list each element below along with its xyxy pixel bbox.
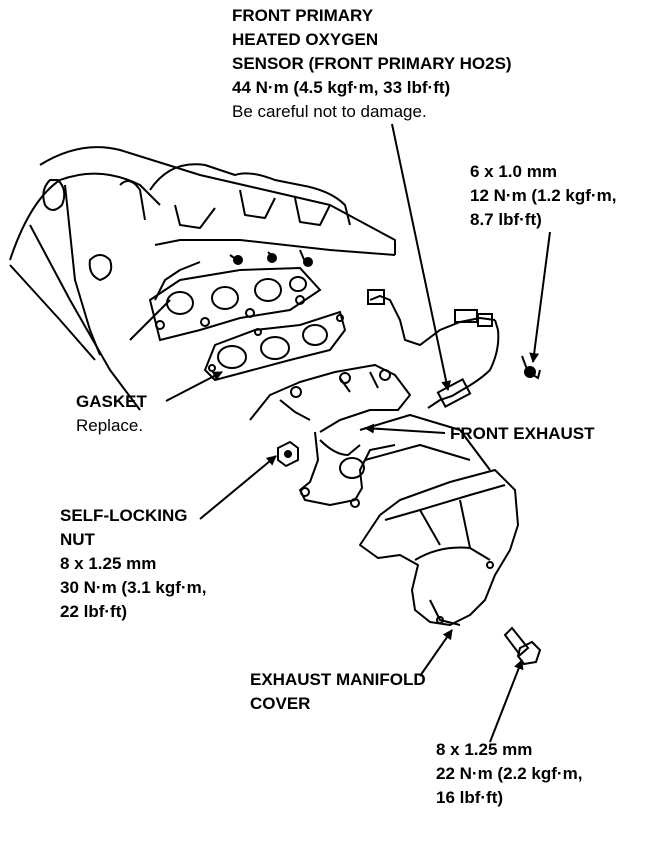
- front-exhaust-callout: FRONT EXHAUST: [450, 422, 595, 446]
- nut-name-line-2: NUT: [60, 530, 95, 549]
- gasket-name: GASKET: [76, 392, 147, 411]
- nut-size: 8 x 1.25 mm: [60, 554, 157, 573]
- bolt-6mm: [521, 355, 541, 380]
- cover-name-line-1: EXHAUST MANIFOLD: [250, 670, 426, 689]
- bolt-8mm-torque-line-1: 22 N·m (2.2 kgf·m,: [436, 764, 583, 783]
- bolt-8mm-torque-line-2: 16 lbf·ft): [436, 788, 504, 807]
- front-exhaust-manifold: [249, 364, 491, 508]
- self-locking-nut: [277, 440, 299, 468]
- gasket: [203, 310, 347, 382]
- o2-sensor-name-line-1: FRONT PRIMARY: [232, 6, 374, 25]
- bolt-6mm-leader: [529, 231, 551, 363]
- nut-leader: [199, 455, 277, 520]
- o2-sensor-name-line-3: SENSOR (FRONT PRIMARY HO2S): [232, 54, 512, 73]
- bolt-6mm-torque-line-2: 8.7 lbf·ft): [470, 210, 542, 229]
- front-exhaust-leader: [364, 423, 446, 434]
- cylinder-head: [9, 146, 396, 411]
- o2-sensor-name-line-2: HEATED OXYGEN: [232, 30, 379, 49]
- bolt-6mm-size: 6 x 1.0 mm: [470, 162, 557, 181]
- o2-sensor-torque: 44 N·m (4.5 kgf·m, 33 lbf·ft): [232, 78, 451, 97]
- o2-sensor-callout: FRONT PRIMARY HEATED OXYGEN SENSOR (FRON…: [232, 4, 512, 124]
- head-exhaust-ports: [148, 249, 322, 342]
- cover-name-line-2: COVER: [250, 694, 311, 713]
- self-locking-nut-callout: SELF-LOCKING NUT 8 x 1.25 mm 30 N·m (3.1…: [60, 504, 206, 624]
- gasket-callout: GASKET Replace.: [76, 390, 147, 438]
- gasket-note: Replace.: [76, 416, 144, 435]
- bolt-6mm-torque-line-1: 12 N·m (1.2 kgf·m,: [470, 186, 617, 205]
- nut-name-line-1: SELF-LOCKING: [60, 506, 188, 525]
- o2-sensor-note: Be careful not to damage.: [232, 102, 427, 121]
- bolt-8mm-cover: [503, 626, 542, 666]
- o2-sensor-leader: [391, 123, 452, 391]
- bolt-8mm-callout: 8 x 1.25 mm 22 N·m (2.2 kgf·m, 16 lbf·ft…: [436, 738, 582, 810]
- leader-lines: [165, 123, 551, 743]
- cover-leader: [419, 629, 453, 677]
- bolt-6mm-callout: 6 x 1.0 mm 12 N·m (1.2 kgf·m, 8.7 lbf·ft…: [470, 160, 616, 232]
- front-exhaust-name: FRONT EXHAUST: [450, 424, 595, 443]
- bolt-8mm-size: 8 x 1.25 mm: [436, 740, 533, 759]
- nut-torque-line-1: 30 N·m (3.1 kgf·m,: [60, 578, 207, 597]
- nut-torque-line-2: 22 lbf·ft): [60, 602, 128, 621]
- oxygen-sensor: [367, 289, 500, 409]
- gasket-leader: [165, 371, 223, 402]
- bolt-8mm-leader: [489, 659, 524, 743]
- exhaust-manifold-cover: [359, 469, 519, 626]
- manifold-cover-callout: EXHAUST MANIFOLD COVER: [250, 668, 426, 716]
